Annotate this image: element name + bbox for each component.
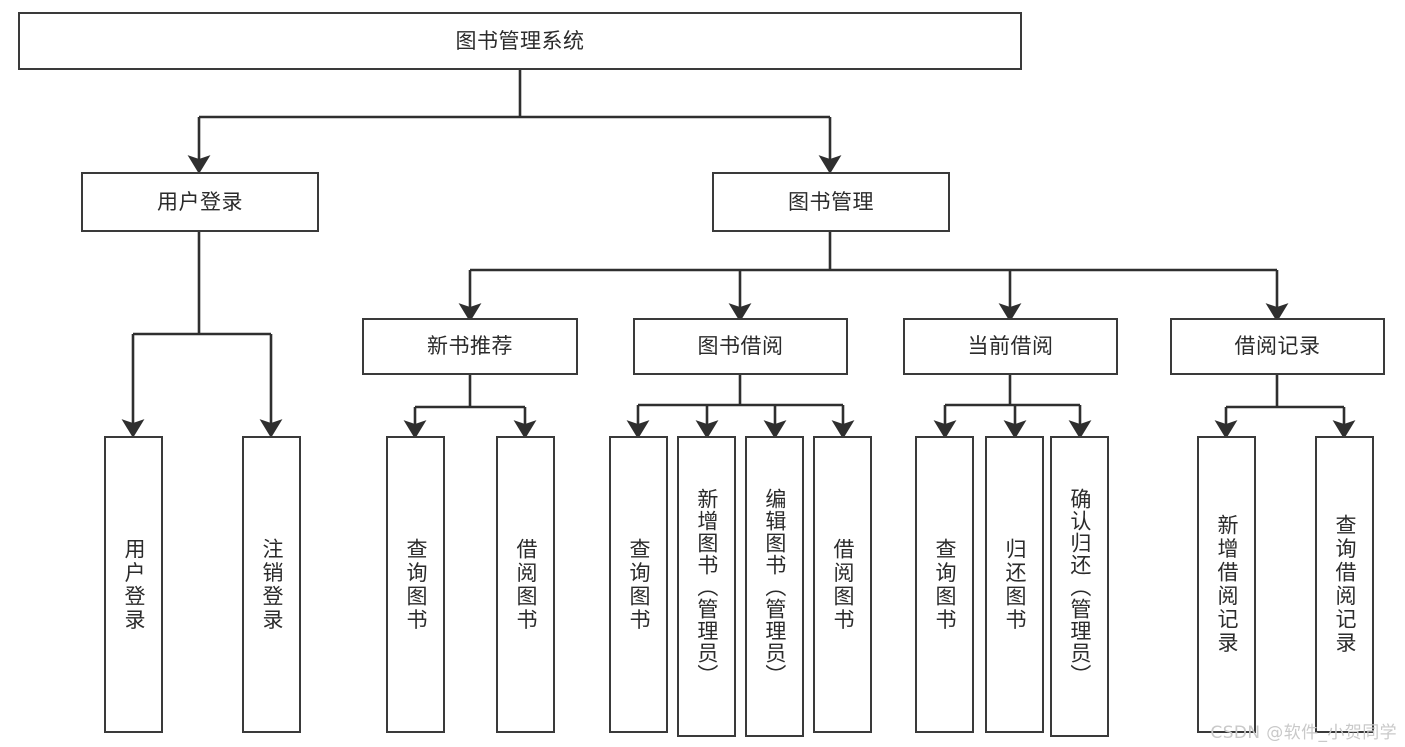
node-label: 新书推荐 — [427, 334, 513, 359]
node-label: 当前借阅 — [967, 334, 1054, 359]
leaf-add-book-admin[interactable]: 新增图书（管理员） — [677, 436, 736, 737]
node-current-borrow[interactable]: 当前借阅 — [903, 318, 1118, 375]
node-label: 查询图书 — [626, 537, 651, 632]
node-book-management[interactable]: 图书管理 — [712, 172, 950, 232]
node-label: 查询图书 — [403, 537, 428, 632]
node-label: 确认归还（管理员） — [1067, 487, 1092, 686]
node-label: 编辑图书（管理员） — [762, 487, 787, 686]
leaf-query-book-new[interactable]: 查询图书 — [386, 436, 445, 733]
node-label: 新增借阅记录 — [1214, 514, 1239, 655]
node-book-borrow[interactable]: 图书借阅 — [633, 318, 848, 375]
node-user-login[interactable]: 用户登录 — [81, 172, 319, 232]
csdn-watermark: CSDN @软件_小贺同学 — [1210, 723, 1397, 743]
node-label: 用户登录 — [121, 537, 146, 632]
leaf-borrow-book[interactable]: 借阅图书 — [813, 436, 872, 733]
leaf-user-login[interactable]: 用户登录 — [104, 436, 163, 733]
node-label: 查询借阅记录 — [1332, 514, 1357, 655]
node-root-system[interactable]: 图书管理系统 — [18, 12, 1022, 70]
leaf-query-borrow-record[interactable]: 查询借阅记录 — [1315, 436, 1374, 733]
node-label: 图书管理系统 — [455, 28, 585, 53]
leaf-logout-login[interactable]: 注销登录 — [242, 436, 301, 733]
leaf-edit-book-admin[interactable]: 编辑图书（管理员） — [745, 436, 804, 737]
node-label: 借阅图书 — [513, 537, 538, 632]
leaf-add-borrow-record[interactable]: 新增借阅记录 — [1197, 436, 1256, 733]
node-new-book-recommend[interactable]: 新书推荐 — [362, 318, 578, 375]
node-label: 借阅记录 — [1234, 334, 1321, 359]
node-label: 用户登录 — [157, 189, 243, 214]
node-label: 查询图书 — [932, 537, 957, 632]
leaf-confirm-return-admin[interactable]: 确认归还（管理员） — [1050, 436, 1109, 737]
node-label: 图书管理 — [788, 189, 874, 214]
node-label: 新增图书（管理员） — [694, 487, 719, 686]
leaf-query-book-current[interactable]: 查询图书 — [915, 436, 974, 733]
node-label: 图书借阅 — [697, 334, 784, 359]
leaf-query-book-borrow[interactable]: 查询图书 — [609, 436, 668, 733]
node-label: 注销登录 — [259, 537, 284, 632]
node-borrow-record[interactable]: 借阅记录 — [1170, 318, 1385, 375]
leaf-borrow-book-new[interactable]: 借阅图书 — [496, 436, 555, 733]
node-label: 归还图书 — [1002, 537, 1027, 632]
leaf-return-book[interactable]: 归还图书 — [985, 436, 1044, 733]
node-label: 借阅图书 — [830, 537, 855, 632]
